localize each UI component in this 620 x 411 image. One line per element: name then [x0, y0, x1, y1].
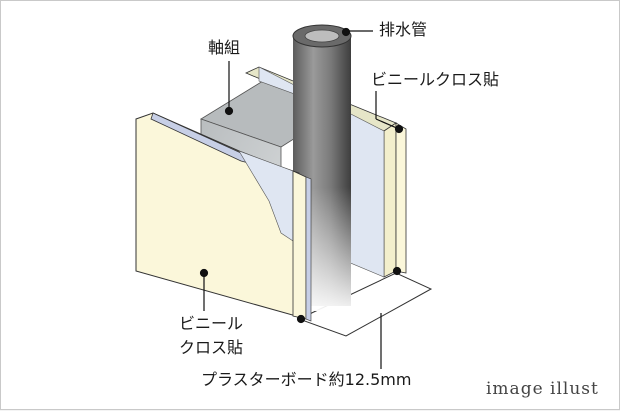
leader-dot-vinyl-left [199, 268, 209, 278]
leader-vinyl-right-2 [375, 118, 400, 130]
right-panel-front [383, 122, 397, 278]
leader-dot-frame [224, 106, 234, 116]
label-vinyl-cloth-left-2: クロス貼 [179, 338, 244, 357]
image-illust-note: image illust [486, 379, 599, 399]
drain-pipe-hole [304, 29, 340, 43]
right-panel-edge [395, 122, 407, 274]
leader-dot-pipe [341, 27, 351, 37]
label-plaster-board: プラスターボード約12.5mm [201, 370, 412, 389]
leader-dot-board-left [296, 314, 306, 324]
label-vinyl-cloth-right: ビニールクロス貼 [371, 70, 500, 89]
leader-dot-board-right [392, 266, 402, 276]
label-frame: 軸組 [208, 38, 241, 57]
left-panel-edge [292, 170, 307, 320]
leader-dot-vinyl-right [394, 124, 404, 134]
label-vinyl-cloth-left-1: ビニール [179, 314, 244, 333]
left-panel-edge-blue [305, 176, 312, 322]
label-drain-pipe: 排水管 [379, 20, 428, 39]
floor-sheet [297, 272, 433, 337]
left-panel-diagonal [238, 150, 294, 242]
